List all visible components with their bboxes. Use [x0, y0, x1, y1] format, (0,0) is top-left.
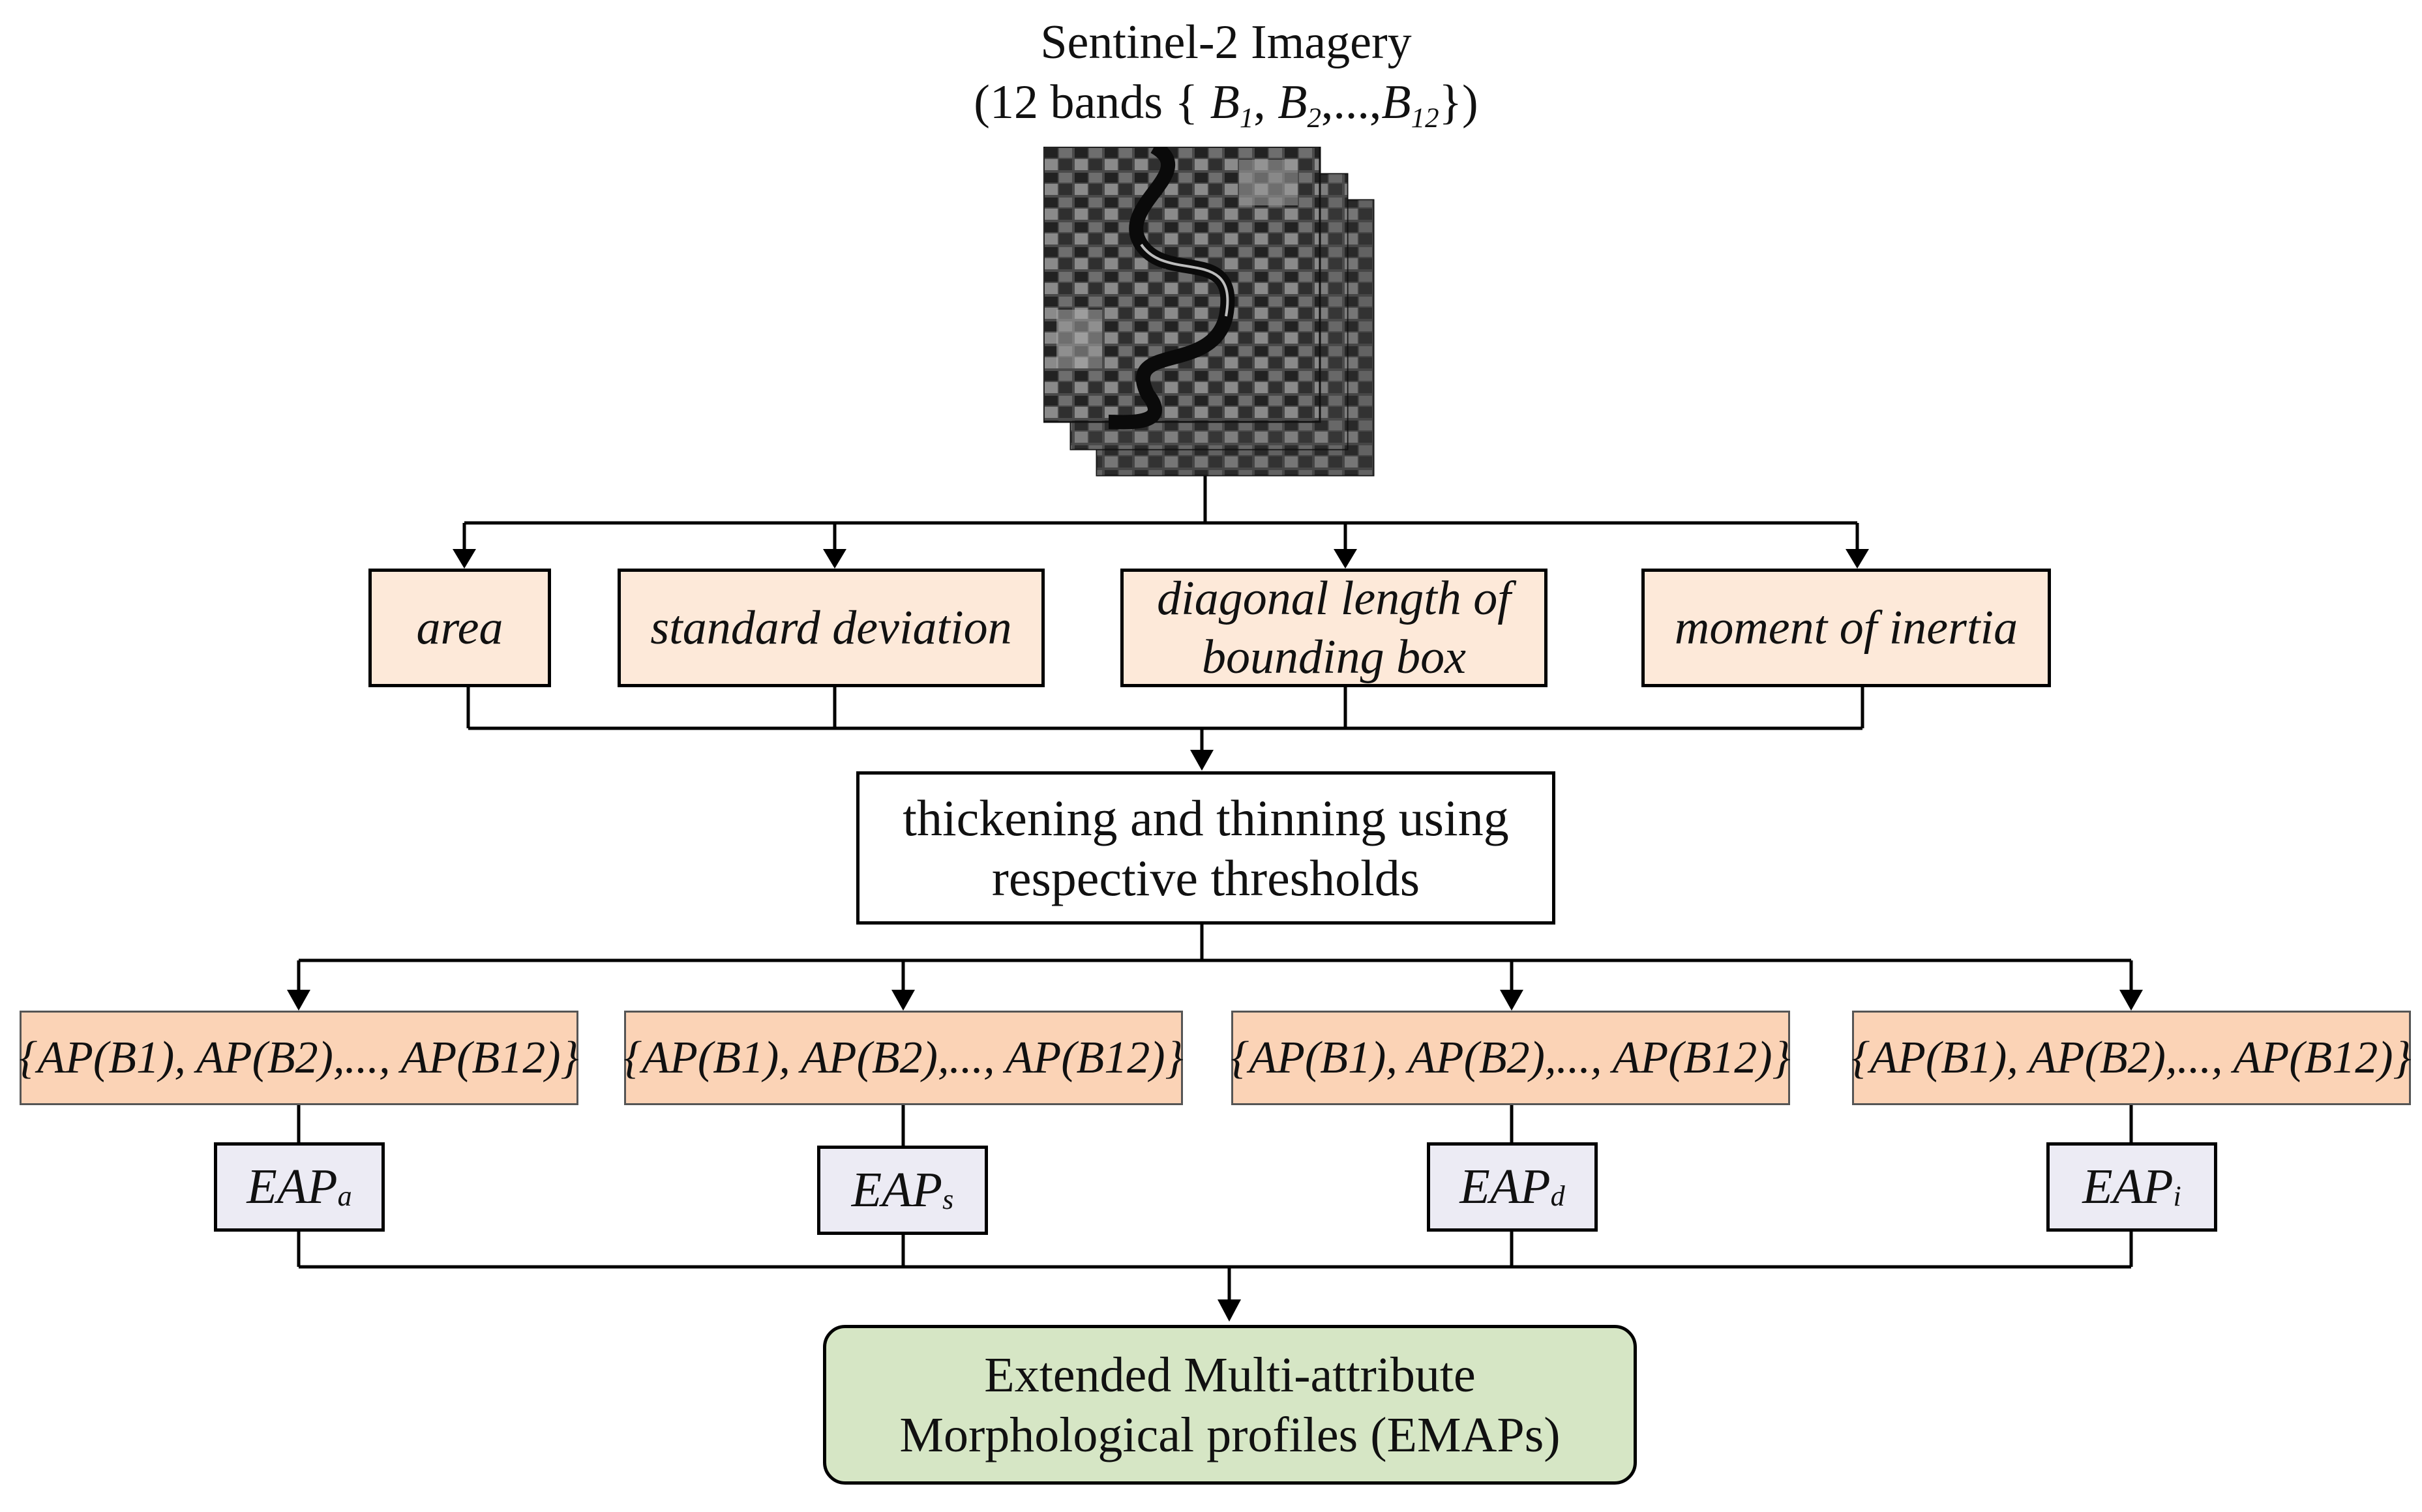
- eap-diagonal-base: EAP: [1459, 1159, 1551, 1214]
- band-b1: B: [1210, 76, 1240, 129]
- diagram-title: Sentinel-2 Imagery: [1040, 16, 1412, 69]
- eap-area-base: EAP: [247, 1159, 338, 1214]
- thickening-thinning-process: thickening and thinning using respective…: [856, 771, 1555, 925]
- emaps-line-1: Extended Multi-attribute: [984, 1347, 1476, 1402]
- ap-profile-moment: {AP(B1), AP(B2),..., AP(B12)}: [1851, 1011, 2412, 1105]
- arrowhead-area: [453, 549, 476, 569]
- band-b1-sub: 1: [1239, 102, 1254, 134]
- bands-subtitle: (12 bands { B1, B2,...,B12}): [974, 76, 1478, 134]
- attribute-diagonal-length: diagonal length of bounding box: [1120, 569, 1547, 687]
- arrowhead-ap3: [1500, 990, 1523, 1011]
- attribute-moment-of-inertia: moment of inertia: [1641, 569, 2051, 687]
- band-ellipsis: ,...,: [1321, 76, 1382, 129]
- band-b12: B: [1381, 76, 1411, 129]
- arrowhead-std: [823, 549, 846, 569]
- eap-std-base: EAP: [851, 1163, 943, 1217]
- bands-suffix: }): [1439, 76, 1478, 129]
- arrowhead-diag: [1334, 549, 1357, 569]
- arrowhead-ap2: [891, 990, 915, 1011]
- eap-std-sub: s: [942, 1183, 954, 1216]
- sentinel-image-stack: [1042, 140, 1376, 479]
- emaps-output: Extended Multi-attribute Morphological p…: [823, 1325, 1637, 1485]
- eap-moment-sub: i: [2173, 1180, 2181, 1213]
- band-b12-sub: 12: [1411, 102, 1439, 134]
- band-b2: B: [1278, 76, 1308, 129]
- attribute-area: area: [368, 569, 551, 687]
- eap-area-sub: a: [337, 1180, 352, 1213]
- attribute-standard-deviation: standard deviation: [618, 569, 1045, 687]
- arrowhead-ap1: [287, 990, 310, 1011]
- eap-moment-base: EAP: [2082, 1159, 2174, 1214]
- bands-prefix: (12 bands {: [974, 76, 1199, 129]
- eap-diagonal-sub: d: [1550, 1180, 1565, 1213]
- band-b2-sub: 2: [1307, 102, 1321, 134]
- satellite-image: [1042, 140, 1375, 477]
- arrowhead-moment: [1846, 549, 1869, 569]
- ap-profile-std: {AP(B1), AP(B2),..., AP(B12)}: [623, 1011, 1184, 1105]
- emaps-line-2: Morphological profiles (EMAPs): [899, 1407, 1561, 1462]
- arrowhead-process: [1190, 750, 1214, 771]
- ap-profile-area: {AP(B1), AP(B2),..., AP(B12)}: [19, 1011, 579, 1105]
- ap-profile-diagonal: {AP(B1), AP(B2),..., AP(B12)}: [1231, 1011, 1791, 1105]
- arrowhead-ap4: [2119, 990, 2143, 1011]
- arrowhead-final: [1218, 1299, 1241, 1322]
